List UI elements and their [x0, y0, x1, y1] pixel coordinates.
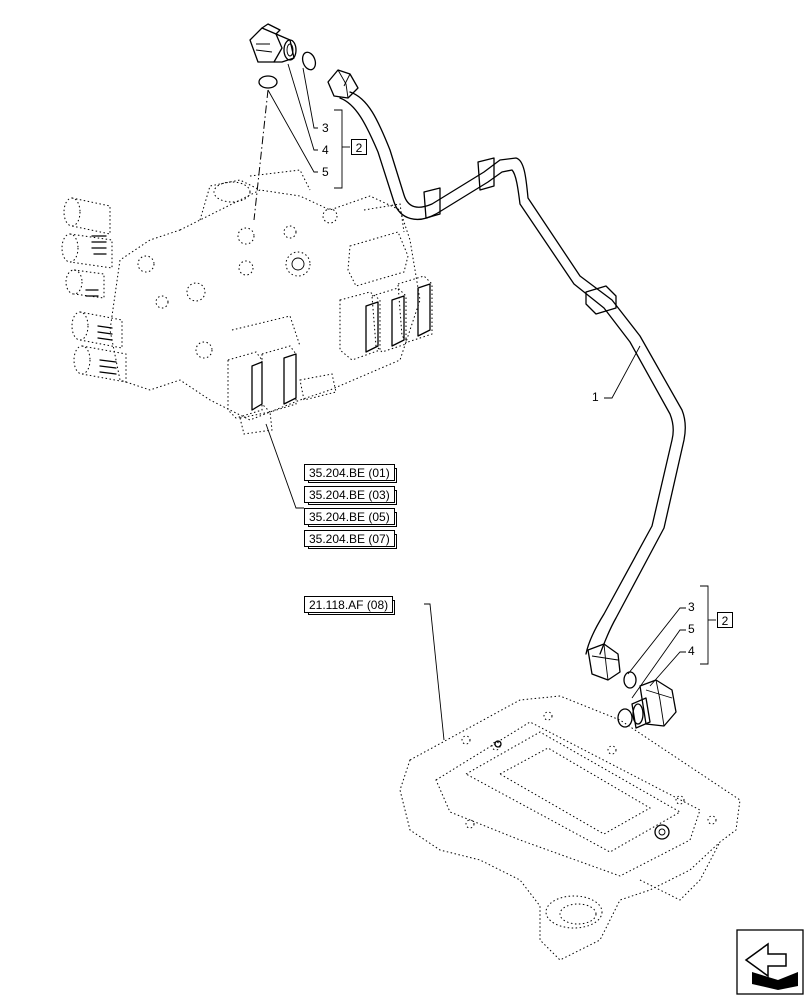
housing-ref[interactable]: 21.118.AF (08)	[304, 596, 394, 613]
item-1-label: 1	[592, 390, 599, 404]
bottom-oring-b	[617, 708, 633, 728]
bottom-item-3-label: 3	[688, 600, 695, 614]
top-item-3-label: 3	[322, 121, 329, 135]
valve-ref-03[interactable]: 35.204.BE (03)	[304, 486, 395, 503]
bottom-item-4-label: 4	[688, 644, 695, 658]
bottom-group-label: 2	[717, 612, 733, 628]
top-item-5-label: 5	[322, 165, 329, 179]
top-item-4-label: 4	[322, 143, 329, 157]
top-oring-b	[258, 75, 278, 89]
bottom-oring-a	[623, 671, 637, 689]
valve-ref-07[interactable]: 35.204.BE (07)	[304, 530, 395, 547]
top-oring-a	[301, 51, 317, 71]
transmission-housing	[399, 695, 741, 961]
valve-ref-05[interactable]: 35.204.BE (05)	[304, 508, 395, 525]
valve-ref-01[interactable]: 35.204.BE (01)	[304, 464, 395, 481]
hydraulic-pipe	[327, 69, 686, 681]
bottom-item-5-label: 5	[688, 622, 695, 636]
bottom-elbow-fitting	[631, 679, 677, 729]
control-valve-block	[61, 169, 433, 435]
top-group-label: 2	[351, 139, 367, 155]
top-elbow-fitting	[249, 23, 297, 63]
back-arrow-icon[interactable]	[736, 929, 804, 995]
